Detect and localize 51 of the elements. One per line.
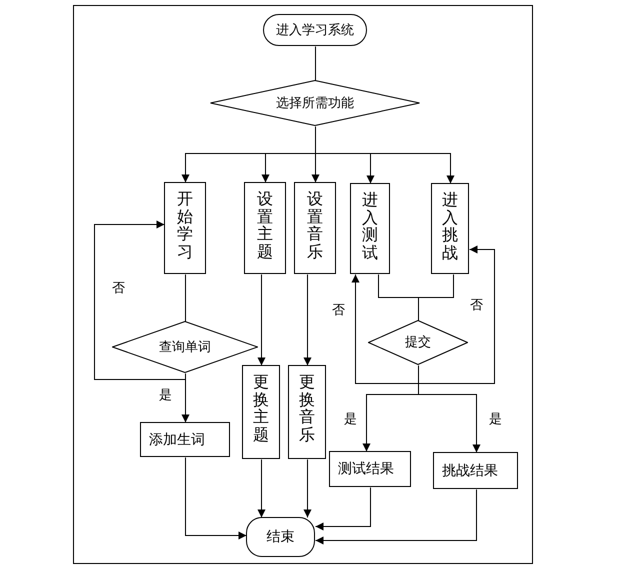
arrow [315, 487, 371, 530]
arrow [304, 459, 312, 518]
node-text: 设置主题 [257, 190, 273, 260]
arrow [94, 220, 186, 380]
arrow [418, 246, 495, 384]
node-text: 设置音乐 [307, 190, 323, 260]
node-text: 进入挑战 [442, 191, 458, 262]
node-text: 更换主题 [253, 373, 269, 444]
edge-label: 是 [488, 413, 503, 426]
node-text: 更换音乐 [299, 373, 315, 444]
arrow [352, 274, 419, 384]
process-box [294, 182, 336, 274]
process-box [164, 182, 206, 274]
arrow [315, 489, 477, 544]
node-text: 开始学习 [177, 190, 193, 260]
terminal-box [263, 14, 367, 46]
process-box [244, 182, 286, 274]
node-text: 结束 [266, 530, 294, 544]
node-text: 进入学习系统 [276, 24, 354, 36]
node-text: 挑战结果 [442, 464, 498, 478]
process-box [329, 451, 411, 487]
edge-label: 是 [158, 389, 173, 402]
arrow [304, 274, 312, 366]
process-box [433, 452, 518, 489]
decision-diamond [368, 320, 468, 365]
process-box [140, 422, 230, 457]
edge-label: 是 [343, 413, 358, 426]
connector-line [418, 274, 454, 321]
process-box [242, 365, 280, 459]
node-text: 提交 [405, 336, 431, 349]
edge-label: 否 [469, 299, 484, 312]
arrow [185, 457, 247, 540]
connector-line [185, 274, 186, 322]
arrow [315, 126, 454, 184]
node-text: 选择所需功能 [276, 96, 354, 110]
node-text: 添加生词 [149, 432, 205, 446]
process-box [431, 183, 469, 274]
edge-label: 否 [331, 304, 346, 317]
decision-diamond [210, 80, 420, 126]
process-box [350, 183, 390, 274]
arrow [418, 365, 480, 453]
arrow [258, 459, 266, 518]
terminal-box [246, 517, 315, 557]
connector-line [315, 46, 316, 81]
node-text: 查询单词 [159, 340, 211, 354]
arrow [258, 274, 266, 366]
edge-label: 否 [111, 282, 126, 295]
process-box [288, 365, 326, 459]
node-text: 进入测试 [362, 191, 378, 262]
decision-diamond [112, 321, 258, 373]
node-text: 测试结果 [338, 462, 394, 476]
